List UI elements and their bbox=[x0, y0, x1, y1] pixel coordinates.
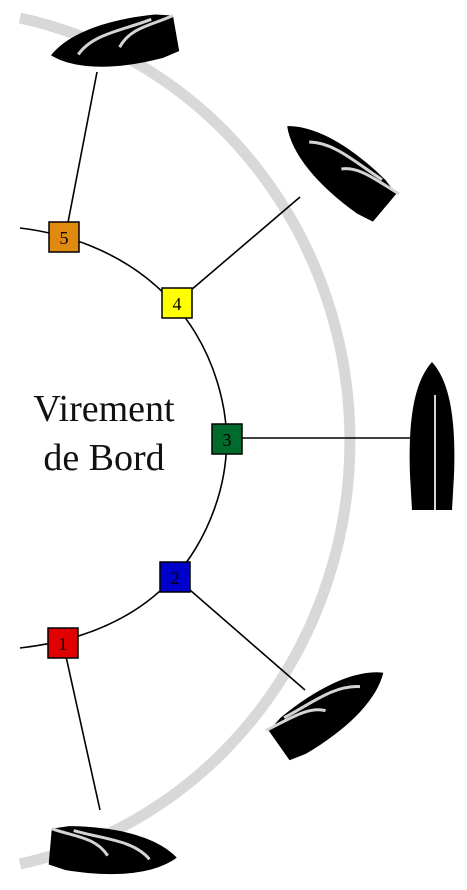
step-label-2: 2 bbox=[171, 568, 180, 588]
step-label-4: 4 bbox=[173, 294, 182, 314]
connector-2 bbox=[174, 576, 306, 691]
step-marker-2: 2 bbox=[159, 561, 191, 593]
step-label-1: 1 bbox=[59, 634, 68, 654]
step-marker-5: 5 bbox=[48, 221, 80, 253]
step-label-3: 3 bbox=[223, 430, 232, 450]
step-box-4 bbox=[161, 287, 193, 319]
connector-1 bbox=[62, 642, 101, 811]
connector-lines bbox=[62, 71, 410, 811]
step-box-5 bbox=[48, 221, 80, 253]
step-box-2 bbox=[159, 561, 191, 593]
step-box-3 bbox=[211, 423, 243, 455]
course-track bbox=[18, 12, 356, 870]
title-line-2: de Bord bbox=[43, 437, 164, 479]
step-label-5: 5 bbox=[60, 228, 69, 248]
sailboat-icon bbox=[46, 10, 181, 78]
sailboat-icon bbox=[48, 823, 179, 881]
step-marker-3: 3 bbox=[211, 423, 243, 455]
connector-4 bbox=[176, 196, 301, 303]
step-arc bbox=[19, 227, 228, 649]
connector-5 bbox=[64, 71, 98, 239]
sailboat-icon bbox=[272, 108, 400, 226]
step-marker-4: 4 bbox=[161, 287, 193, 319]
sailboat-icon bbox=[409, 362, 455, 510]
sailboat-icon bbox=[265, 653, 397, 765]
title-line-1: Virement bbox=[33, 388, 175, 430]
step-box-1 bbox=[47, 627, 79, 659]
step-marker-1: 1 bbox=[47, 627, 79, 659]
